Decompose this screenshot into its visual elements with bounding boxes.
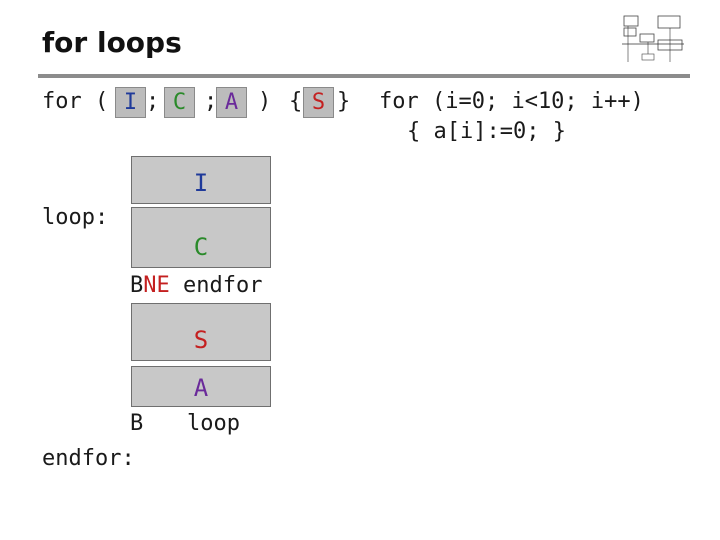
jump-target: loop — [187, 411, 240, 436]
thumbnail-diagram-icon — [622, 15, 684, 62]
flow-cond-label: C — [193, 233, 209, 261]
brace-open: { — [289, 89, 303, 114]
brace-close: } — [337, 89, 351, 114]
flow-cond-box: C — [131, 207, 271, 268]
cond-label: C — [172, 90, 187, 115]
after-box: A — [216, 87, 247, 118]
init-label: I — [123, 90, 138, 115]
example-line-2: { a[i]:=0; } — [407, 119, 566, 144]
endfor-label: endfor: — [42, 446, 135, 471]
body-label: S — [311, 90, 326, 115]
cond-box: C — [164, 87, 195, 118]
flow-after-label: A — [193, 374, 209, 402]
after-label: A — [224, 90, 239, 115]
close-paren: ) — [258, 89, 272, 114]
flow-after-box: A — [131, 366, 271, 407]
body-box: S — [303, 87, 334, 118]
for-keyword: for ( — [42, 89, 109, 114]
slide-title: for loops — [42, 26, 182, 59]
branch-b: B — [130, 273, 144, 298]
example-line-1: for (i=0; i<10; i++) — [379, 89, 644, 114]
flow-body-box: S — [131, 303, 271, 361]
separator-1: ; — [146, 89, 160, 114]
branch-line: BNE endfor — [130, 275, 262, 297]
loop-label: loop: — [42, 205, 109, 230]
flow-init-label: I — [193, 169, 209, 197]
flow-init-box: I — [131, 156, 271, 204]
jump-b: B — [130, 411, 144, 436]
init-box: I — [115, 87, 146, 118]
title-rule — [38, 74, 690, 78]
separator-2: ; — [204, 89, 218, 114]
branch-ne: NE — [143, 273, 170, 298]
branch-target: endfor — [183, 273, 263, 298]
flow-body-label: S — [193, 326, 209, 354]
